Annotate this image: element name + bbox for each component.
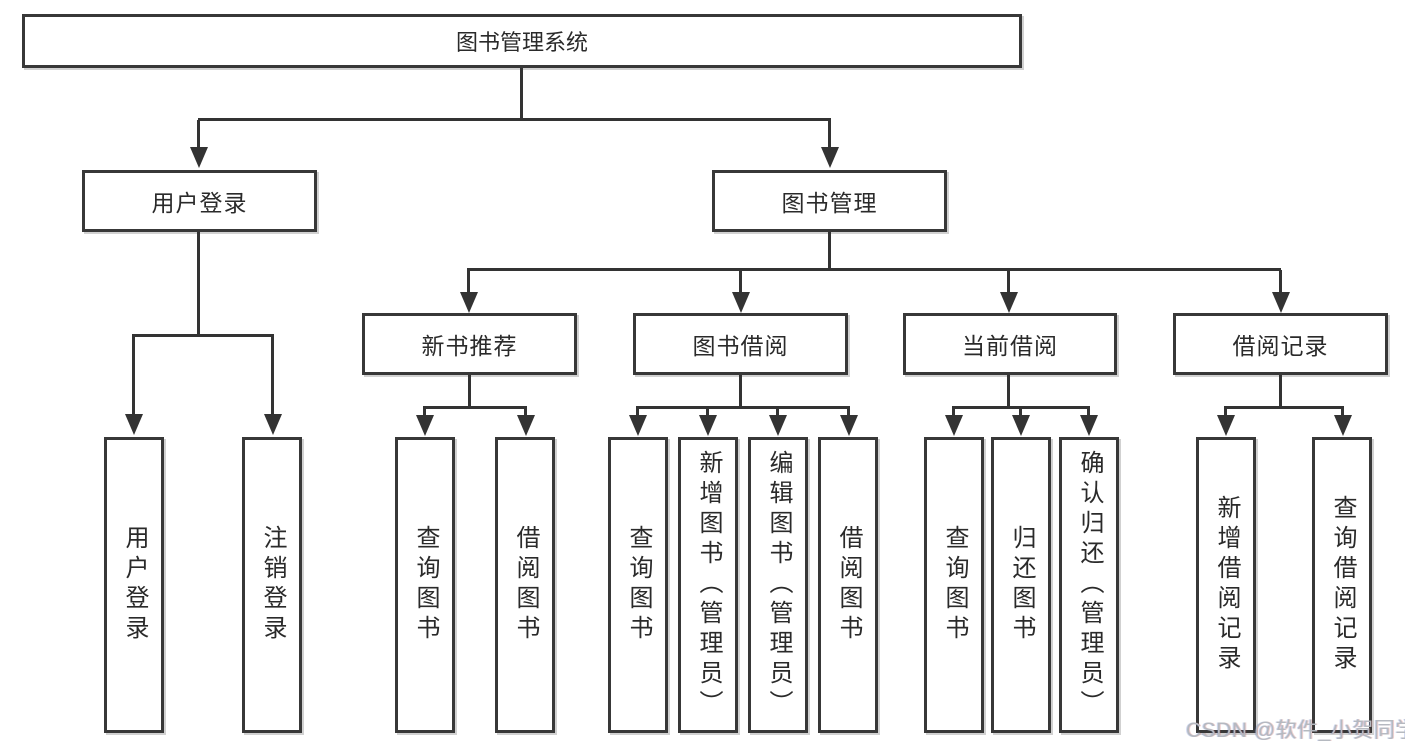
- connector-drop-leaf: [524, 408, 527, 416]
- connector-stub: [468, 375, 471, 406]
- connector-user-login-trunk: [197, 232, 200, 334]
- node-user-login: 用户登录: [82, 170, 317, 232]
- leaf-add-book-admin-label: 新增图书（管理员）: [695, 450, 722, 720]
- connector-drop-leaf: [636, 408, 639, 416]
- connector-bar: [952, 406, 1090, 409]
- arrow-down-icon: [415, 415, 434, 436]
- leaf-query-borrow-record: 查询借阅记录: [1312, 437, 1372, 733]
- connector-stub: [1007, 375, 1010, 406]
- connector-drop-leaf: [271, 336, 274, 414]
- connector-drop-book-management: [828, 120, 831, 147]
- arrow-down-icon: [1011, 415, 1030, 436]
- arrow-down-icon: [263, 414, 282, 435]
- arrow-down-icon: [1271, 292, 1290, 313]
- leaf-confirm-return-admin: 确认归还（管理员）: [1059, 437, 1119, 733]
- arrow-down-icon: [820, 147, 839, 168]
- node-borrow-records: 借阅记录: [1173, 313, 1388, 375]
- connector-drop-user-login: [197, 120, 200, 147]
- arrow-down-icon: [459, 292, 478, 313]
- arrow-down-icon: [189, 147, 208, 168]
- arrow-down-icon: [1333, 415, 1352, 436]
- leaf-logout: 注销登录: [242, 437, 302, 733]
- node-borrow-records-label: 借阅记录: [1232, 333, 1329, 359]
- arrow-down-icon: [698, 415, 717, 436]
- leaf-borrow-book-1-label: 借阅图书: [512, 525, 539, 645]
- connector-user-login-bar: [132, 334, 274, 337]
- leaf-query-book-1: 查询图书: [395, 437, 455, 733]
- leaf-return-book-label: 归还图书: [1008, 525, 1035, 645]
- node-book-borrow: 图书借阅: [633, 313, 848, 375]
- leaf-add-borrow-record: 新增借阅记录: [1196, 437, 1256, 733]
- node-root: 图书管理系统: [22, 14, 1022, 68]
- leaf-logout-label: 注销登录: [259, 525, 286, 645]
- csdn-watermark: CSDN @软件_小贺同学: [1186, 719, 1405, 742]
- node-current-borrow: 当前借阅: [903, 313, 1117, 375]
- leaf-user-login-label: 用户登录: [121, 525, 148, 645]
- arrow-down-icon: [839, 415, 858, 436]
- connector-drop-leaf: [706, 408, 709, 416]
- connector-stub: [739, 375, 742, 406]
- leaf-query-book-2: 查询图书: [608, 437, 668, 733]
- node-new-book-recommend: 新书推荐: [362, 313, 577, 375]
- connector-drop-leaf: [847, 408, 850, 416]
- connector-drop-leaf: [776, 408, 779, 416]
- connector-drop-leaf: [952, 408, 955, 416]
- leaf-borrow-book-2-label: 借阅图书: [835, 525, 862, 645]
- leaf-query-borrow-record-label: 查询借阅记录: [1329, 495, 1356, 675]
- node-new-book-recommend-label: 新书推荐: [421, 333, 518, 359]
- arrow-down-icon: [1216, 415, 1235, 436]
- connector-drop-leaf: [1087, 408, 1090, 416]
- connector-drop-leaf: [132, 336, 135, 414]
- leaf-borrow-book-2: 借阅图书: [818, 437, 878, 733]
- arrow-down-icon: [124, 414, 143, 435]
- leaf-query-book-1-label: 查询图书: [412, 525, 439, 645]
- node-book-borrow-label: 图书借阅: [692, 333, 789, 359]
- connector-drop-new-book: [467, 270, 470, 293]
- connector-drop-current-borrow: [1007, 270, 1010, 293]
- leaf-user-login: 用户登录: [104, 437, 164, 733]
- connector-bar: [423, 406, 527, 409]
- arrow-down-icon: [768, 415, 787, 436]
- leaf-borrow-book-1: 借阅图书: [495, 437, 555, 733]
- node-user-login-label: 用户登录: [151, 190, 248, 216]
- leaf-edit-book-admin: 编辑图书（管理员）: [748, 437, 808, 733]
- node-current-borrow-label: 当前借阅: [962, 333, 1058, 359]
- leaf-query-book-2-label: 查询图书: [625, 525, 652, 645]
- leaf-query-book-3: 查询图书: [924, 437, 984, 733]
- node-book-management: 图书管理: [712, 170, 947, 232]
- arrow-down-icon: [731, 292, 750, 313]
- node-book-management-label: 图书管理: [781, 190, 878, 216]
- arrow-down-icon: [944, 415, 963, 436]
- leaf-return-book: 归还图书: [991, 437, 1051, 733]
- connector-drop-leaf: [423, 408, 426, 416]
- connector-stub: [1279, 375, 1282, 406]
- connector-drop-leaf: [1019, 408, 1022, 416]
- arrow-down-icon: [999, 292, 1018, 313]
- connector-drop-leaf: [1224, 408, 1227, 416]
- leaf-query-book-3-label: 查询图书: [941, 525, 968, 645]
- leaf-add-borrow-record-label: 新增借阅记录: [1213, 495, 1240, 675]
- connector-bar: [636, 406, 850, 409]
- node-root-label: 图书管理系统: [455, 30, 588, 55]
- connector-drop-borrow-records: [1279, 270, 1282, 293]
- arrow-down-icon: [516, 415, 535, 436]
- connector-bar: [1224, 406, 1344, 409]
- leaf-edit-book-admin-label: 编辑图书（管理员）: [765, 450, 792, 720]
- arrow-down-icon: [1079, 415, 1098, 436]
- connector-root-trunk: [520, 68, 523, 120]
- leaf-confirm-return-admin-label: 确认归还（管理员）: [1076, 450, 1103, 720]
- connector-book-management-trunk: [828, 232, 831, 270]
- connector-level1-bar: [198, 118, 831, 121]
- connector-drop-leaf: [1341, 408, 1344, 416]
- leaf-add-book-admin: 新增图书（管理员）: [678, 437, 738, 733]
- connector-drop-book-borrow: [739, 270, 742, 293]
- arrow-down-icon: [628, 415, 647, 436]
- connector-level3-bar: [467, 268, 1281, 271]
